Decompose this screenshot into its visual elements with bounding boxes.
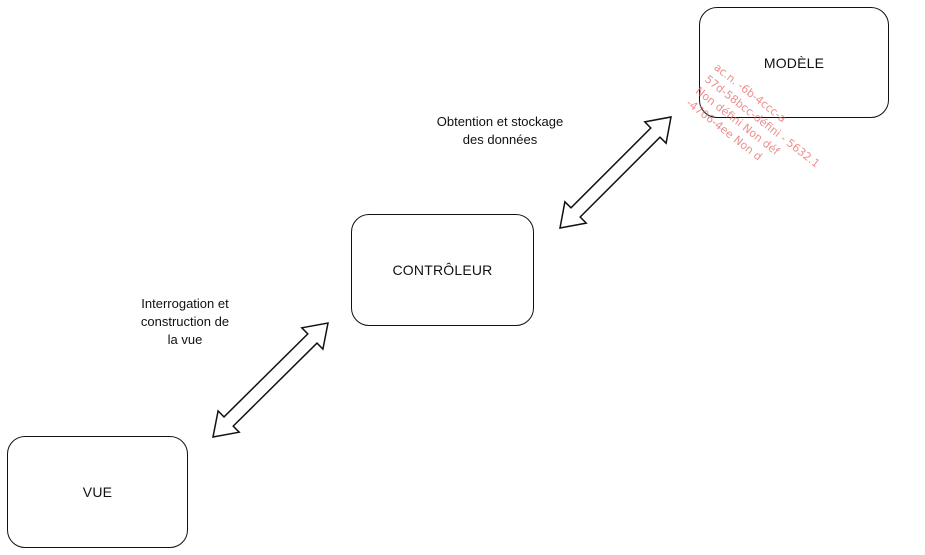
double-arrow-controleur-modele [559,116,672,229]
controleur-box: CONTRÔLEUR [351,214,534,326]
vue-box: VUE [7,436,188,548]
controleur-label: CONTRÔLEUR [392,262,493,278]
edge-label-vue-controleur: Interrogation et construction de la vue [140,296,230,347]
arrow-layer [212,116,672,438]
edge-label-controleur-modele: Obtention et stockage des données [436,114,564,147]
modele-label: MODÈLE [763,54,825,71]
mvc-diagram: MODÈLE CONTRÔLEUR VUE Obtention et stock… [7,7,889,548]
double-arrow-vue-controleur [212,322,329,438]
vue-label: VUE [82,484,113,500]
modele-box: MODÈLE [699,7,889,118]
